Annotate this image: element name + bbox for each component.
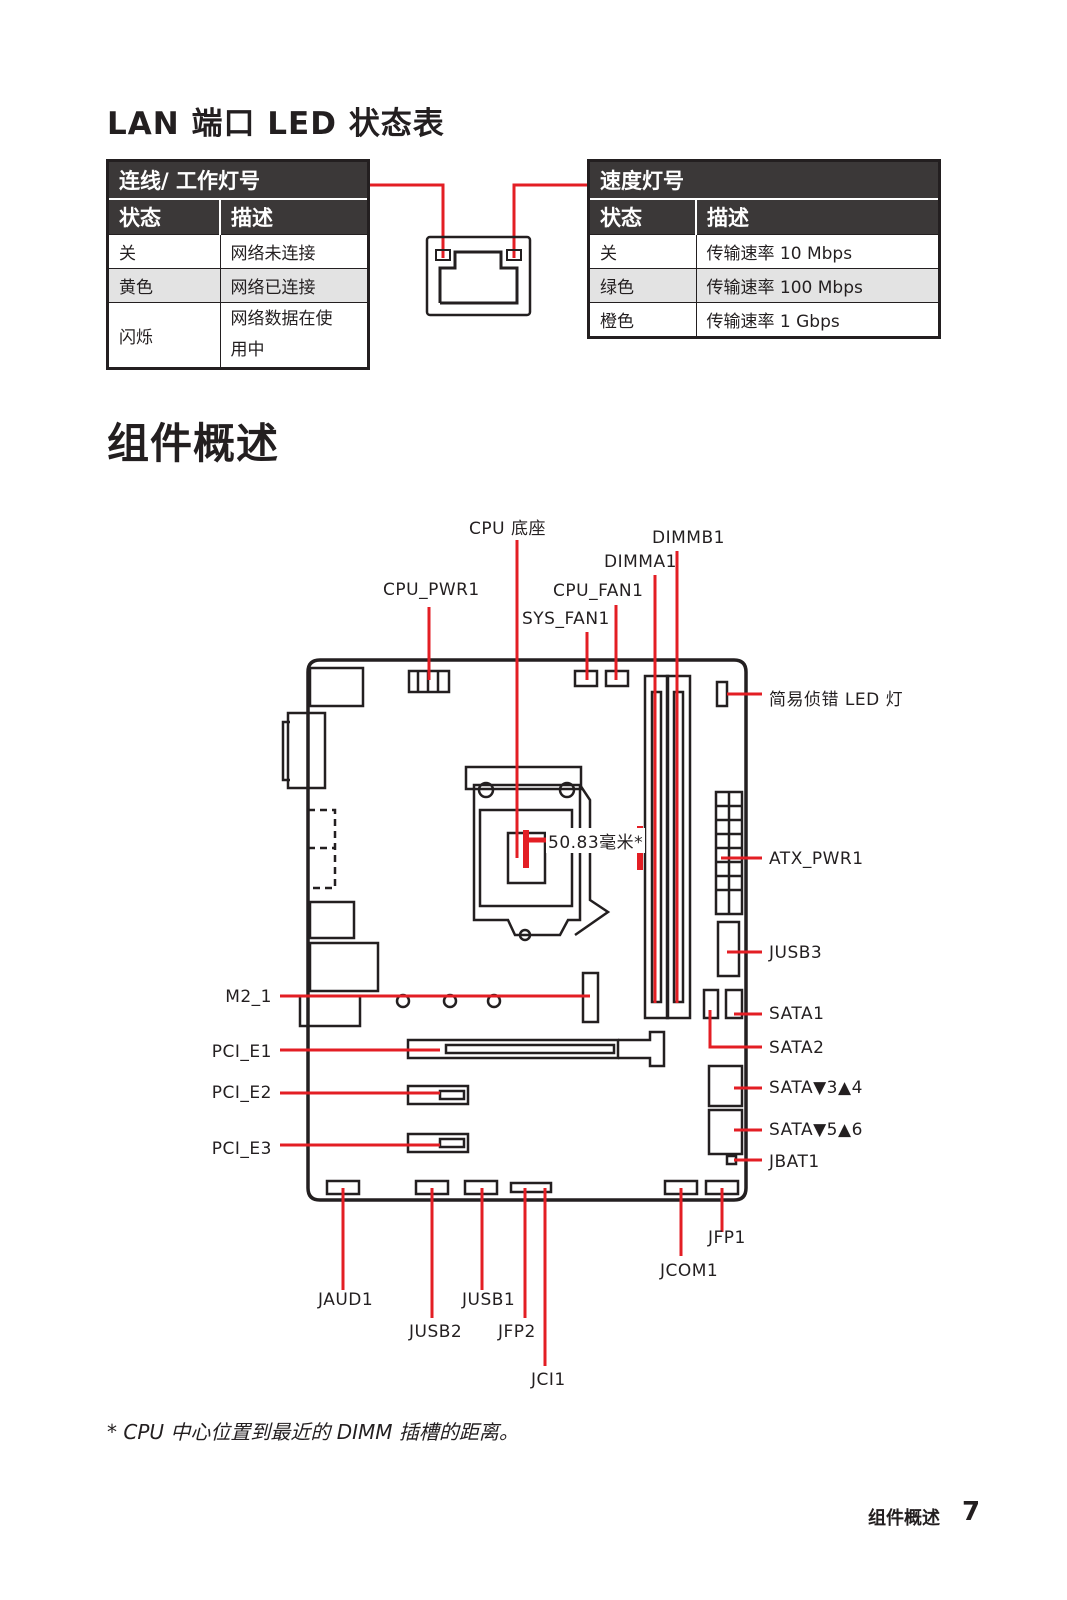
label-dimmb1: DIMMB1 xyxy=(652,528,725,548)
label-ez-debug-led: 简易侦错 LED 灯 xyxy=(769,690,904,710)
label-m2-1: M2_1 xyxy=(225,987,272,1007)
page-number: 7 xyxy=(962,1497,981,1527)
link-activity-table: 连线/ 工作灯号 状态 描述 关 网络未连接 黄色 网络已连接 闪烁 网络数据在… xyxy=(106,159,370,370)
pci-e2-slot xyxy=(406,1084,470,1106)
label-jusb3: JUSB3 xyxy=(769,943,823,963)
speed-table-header-state: 状态 xyxy=(588,198,697,235)
link-row-state: 黄色 xyxy=(107,268,221,303)
label-distance: 50.83毫米* xyxy=(546,828,646,853)
label-jbat1: JBAT1 xyxy=(769,1152,820,1172)
ez-debug-led xyxy=(715,680,729,708)
label-jfp1: JFP1 xyxy=(708,1228,746,1248)
link-row-desc-line1: 网络数据在使 xyxy=(230,309,333,329)
pci-e3-slot xyxy=(406,1132,470,1154)
label-sata1: SATA1 xyxy=(769,1004,825,1024)
footer-section: 组件概述 xyxy=(868,1508,940,1529)
overview-title: 组件概述 xyxy=(107,419,280,468)
label-pci-e3: PCI_E3 xyxy=(211,1139,272,1159)
rj45-port-icon xyxy=(425,235,532,317)
jfp2-jci1-header xyxy=(509,1181,553,1194)
label-sys-fan1: SYS_FAN1 xyxy=(522,609,610,629)
link-row-state: 关 xyxy=(107,234,221,269)
label-jusb1: JUSB1 xyxy=(462,1290,516,1310)
link-table-header-state: 状态 xyxy=(107,198,221,235)
speed-row-state: 绿色 xyxy=(588,268,697,303)
speed-table-caption: 速度灯号 xyxy=(588,160,940,200)
label-cpu-pwr1: CPU_PWR1 xyxy=(383,580,480,600)
label-jci1: JCI1 xyxy=(531,1370,566,1390)
label-jcom1: JCOM1 xyxy=(660,1261,719,1281)
link-row-desc-line2: 用中 xyxy=(230,340,265,360)
speed-row-state: 橙色 xyxy=(588,302,697,338)
speed-row-desc: 传输速率 10 Mbps xyxy=(695,234,940,269)
label-jfp2: JFP2 xyxy=(498,1322,536,1342)
sata1-port xyxy=(724,988,744,1020)
label-jaud1: JAUD1 xyxy=(318,1290,374,1310)
link-row-desc: 网络未连接 xyxy=(219,234,369,269)
label-dimma1: DIMMA1 xyxy=(604,552,677,572)
link-row-desc: 网络数据在使用中 xyxy=(219,302,369,369)
sata56-port xyxy=(707,1108,744,1156)
io-port-lan xyxy=(308,941,380,993)
io-port-top xyxy=(308,666,365,708)
speed-row-desc: 传输速率 1 Gbps xyxy=(695,302,940,338)
sata2-port xyxy=(702,988,720,1020)
label-sata34: SATA▼3▲4 xyxy=(769,1078,863,1098)
speed-table: 速度灯号 状态 描述 关 传输速率 10 Mbps 绿色 传输速率 100 Mb… xyxy=(587,159,941,339)
label-cpu-fan1: CPU_FAN1 xyxy=(553,581,644,601)
cpu-socket-lever xyxy=(464,765,583,791)
speed-table-header-desc: 描述 xyxy=(695,198,940,235)
jusb3-header xyxy=(716,920,741,978)
label-atx-pwr1: ATX_PWR1 xyxy=(769,849,864,869)
sata34-port xyxy=(707,1064,744,1108)
speed-row-desc: 传输速率 100 Mbps xyxy=(695,268,940,303)
label-pci-e2: PCI_E2 xyxy=(211,1083,272,1103)
lan-led-title: LAN 端口 LED 状态表 xyxy=(107,106,445,142)
io-port-usb xyxy=(308,900,356,940)
link-row-state: 闪烁 xyxy=(107,302,221,369)
label-cpu-socket: CPU 底座 xyxy=(469,519,546,539)
lan-leader-lines xyxy=(370,183,587,258)
link-table-caption: 连线/ 工作灯号 xyxy=(107,160,369,200)
io-port-dp xyxy=(286,711,327,790)
label-pci-e1: PCI_E1 xyxy=(211,1042,272,1062)
label-jusb2: JUSB2 xyxy=(409,1322,463,1342)
footnote: * CPU 中心位置到最近的 DIMM 插槽的距离。 xyxy=(107,1420,519,1444)
label-sata2: SATA2 xyxy=(769,1038,825,1058)
label-sata56: SATA▼5▲6 xyxy=(769,1120,863,1140)
